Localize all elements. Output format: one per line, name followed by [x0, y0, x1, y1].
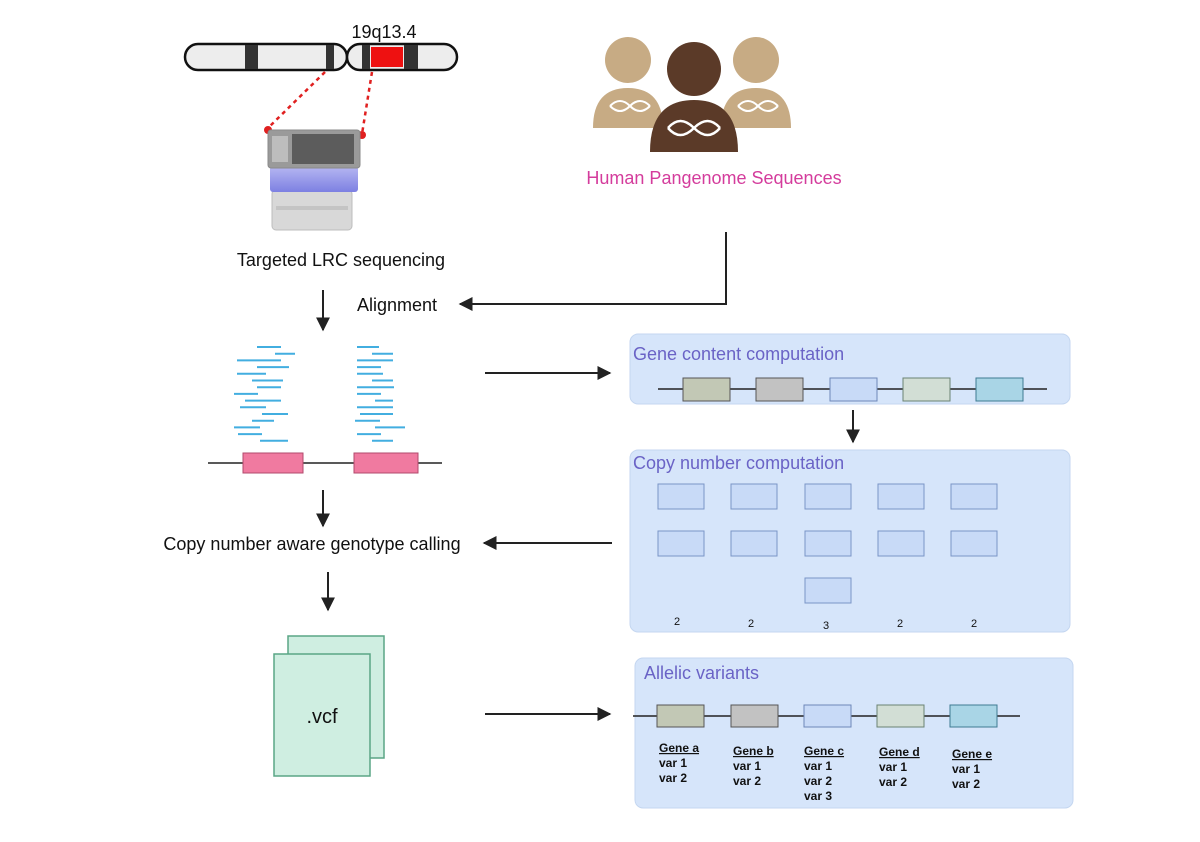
- gene-box: [876, 704, 925, 728]
- copy-number-panel: [629, 449, 1071, 633]
- gene-box: [975, 377, 1024, 402]
- copy-box: [950, 483, 998, 510]
- copy-count: 2: [971, 618, 977, 630]
- copy-box: [730, 530, 778, 557]
- pangenome-label: Human Pangenome Sequences: [586, 168, 841, 188]
- gene-name: Gene d: [879, 745, 920, 759]
- copy-box: [877, 483, 925, 510]
- variant: var 1: [879, 760, 907, 774]
- gene-box: [902, 377, 951, 402]
- document-icon: [273, 635, 385, 777]
- copy-box: [877, 530, 925, 557]
- band-label: 19q13.4: [351, 22, 416, 42]
- gene-box: [949, 704, 998, 728]
- alignment-label: Alignment: [357, 295, 437, 315]
- gene-content-title: Gene content computation: [633, 344, 844, 364]
- vcf-label: .vcf: [306, 706, 338, 728]
- highlighted-band: [371, 47, 403, 67]
- variant: var 1: [733, 759, 761, 773]
- chromosome-icon: [183, 42, 459, 72]
- copy-box: [804, 483, 852, 510]
- gene-name: Gene a: [659, 741, 699, 755]
- copy-number-title: Copy number computation: [633, 453, 844, 473]
- allelic-title: Allelic variants: [644, 663, 759, 683]
- variant: var 3: [804, 789, 832, 803]
- exon-1: [242, 452, 304, 474]
- variant: var 2: [952, 777, 980, 791]
- allelic-panel: [633, 657, 1074, 809]
- copy-box: [804, 530, 852, 557]
- variant: var 2: [659, 771, 687, 785]
- sequencer-label: Targeted LRC sequencing: [237, 250, 445, 270]
- copy-count: 2: [897, 618, 903, 630]
- copy-box: [730, 483, 778, 510]
- copy-box: [657, 483, 705, 510]
- aligned-reads: [208, 346, 442, 474]
- gene-name: Gene c: [804, 744, 844, 758]
- gene-box: [682, 377, 731, 402]
- copy-count: 2: [748, 618, 754, 630]
- gene-box: [829, 377, 878, 402]
- people-dna-icon: [593, 37, 791, 152]
- variant: var 1: [659, 756, 687, 770]
- variant: var 2: [733, 774, 761, 788]
- gene-box: [656, 704, 705, 728]
- gene-box: [755, 377, 804, 402]
- copy-box: [657, 530, 705, 557]
- copy-box: [950, 530, 998, 557]
- gene-content-panel: [629, 333, 1071, 405]
- copy-box: [804, 577, 852, 604]
- variant: var 2: [879, 775, 907, 789]
- genotype-calling-label: Copy number aware genotype calling: [163, 534, 460, 554]
- variant: var 2: [804, 774, 832, 788]
- exon-2: [353, 452, 419, 474]
- zoom-lines: [264, 71, 374, 139]
- pangenome-arrow: [458, 232, 727, 311]
- gene-name: Gene b: [733, 744, 774, 758]
- variant: var 1: [804, 759, 832, 773]
- copy-count: 2: [674, 616, 680, 628]
- copy-count: 3: [823, 620, 829, 632]
- sequencer-icon: [267, 129, 361, 231]
- variant: var 1: [952, 762, 980, 776]
- gene-box: [730, 704, 779, 728]
- gene-name: Gene e: [952, 747, 992, 761]
- gene-box: [803, 704, 852, 728]
